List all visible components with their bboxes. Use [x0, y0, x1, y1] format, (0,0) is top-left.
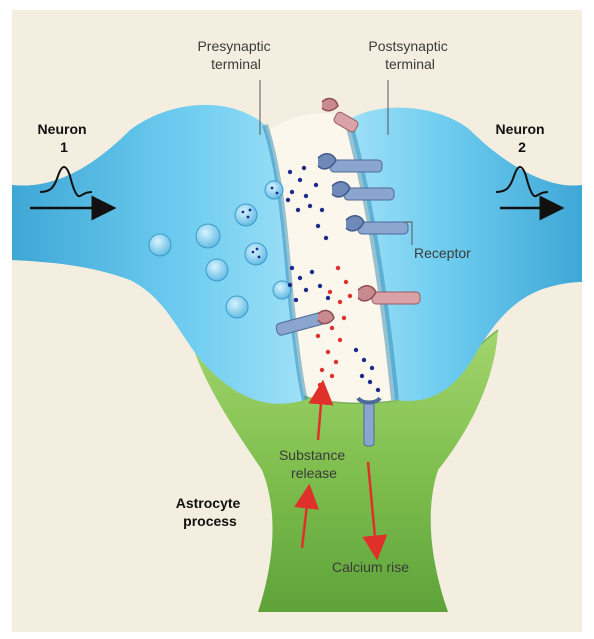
calcium-rise-label: Calcium rise: [332, 559, 409, 575]
receptor-label: Receptor: [414, 245, 471, 261]
